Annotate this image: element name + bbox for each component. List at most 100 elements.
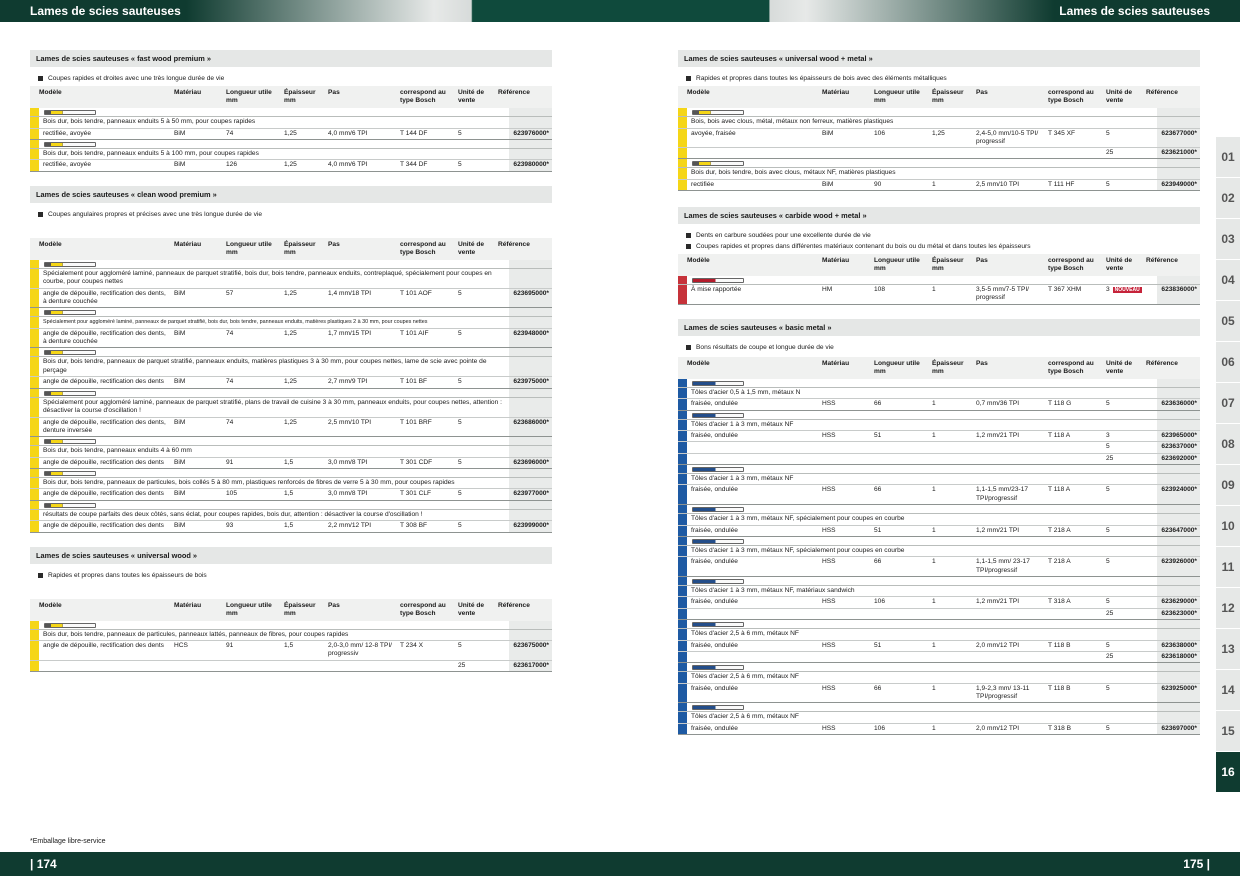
cell-model: angle de dépouille, rectification des de…	[43, 490, 164, 498]
blade-icon	[692, 622, 744, 628]
chapter-tab-12[interactable]: 12	[1216, 588, 1240, 629]
cell-pitch: 1,9-2,3 mm/ 13-11 TPI/progressif	[976, 684, 1030, 700]
cell-model: À mise rapportée	[691, 286, 742, 294]
cell-model	[678, 149, 818, 157]
cell-model: rectifiée	[691, 180, 715, 188]
cell-length	[870, 149, 928, 157]
column-header-material: Matériau	[822, 257, 850, 265]
chapter-tab-14[interactable]: 14	[1216, 670, 1240, 711]
cell-unit: 25	[458, 661, 466, 669]
chapter-tab-02[interactable]: 02	[1216, 178, 1240, 219]
header-left-title: Lames de scies sauteuses	[30, 4, 181, 18]
cell-bosch: T 118 B	[1048, 641, 1071, 649]
cell-bosch: T 118 A	[1048, 432, 1071, 440]
cell-material: BiM	[174, 418, 186, 426]
chapter-tab-15[interactable]: 15	[1216, 711, 1240, 752]
cell-model: angle de dépouille, rectification des de…	[43, 458, 164, 466]
column-header-thick: Épaisseur mm	[932, 359, 964, 375]
chapter-tab-03[interactable]: 03	[1216, 219, 1240, 260]
cell-model: fraisée, ondulée	[691, 724, 738, 732]
chapter-tab-04[interactable]: 04	[1216, 260, 1240, 301]
cell-length: 57	[226, 289, 234, 297]
cell-material: HSS	[822, 684, 836, 692]
cell-unit: 25	[1106, 149, 1114, 157]
bullet-list: Coupes rapides et droites avec une très …	[38, 73, 552, 84]
product-block: Bois dur, bois tendre, panneaux enduits …	[30, 139, 552, 172]
cell-thick	[928, 149, 972, 157]
chapter-tab-08[interactable]: 08	[1216, 424, 1240, 465]
color-stripe	[30, 437, 39, 469]
section: Lames de scies sauteuses « basic metal »…	[678, 318, 1200, 736]
chapter-tab-06[interactable]: 06	[1216, 342, 1240, 383]
blade-icon	[44, 390, 96, 396]
chapter-tab-10[interactable]: 10	[1216, 506, 1240, 547]
column-header-ref: Référence	[1146, 257, 1178, 265]
column-header-thick: Épaisseur mm	[932, 89, 964, 104]
chapter-tab-07[interactable]: 07	[1216, 383, 1240, 424]
cell-pitch: 1,7 mm/15 TPI	[328, 329, 372, 337]
cell-model: fraisée, ondulée	[691, 558, 738, 566]
cell-pitch: 3,0 mm/8 TPI	[328, 458, 368, 466]
blade-image-row	[678, 276, 1200, 286]
chapter-tab-09[interactable]: 09	[1216, 465, 1240, 506]
cell-bosch	[1044, 149, 1102, 157]
cell-material	[818, 610, 870, 618]
blade-icon	[44, 439, 96, 445]
column-header-model: Modèle	[687, 359, 710, 367]
product-description: Spécialement pour aggloméré laminé, pann…	[30, 398, 552, 418]
cell-model	[678, 455, 818, 463]
section: Lames de scies sauteuses « carbide wood …	[678, 207, 1200, 305]
cell-length: 66	[874, 400, 882, 408]
chapter-tab-16[interactable]: 16	[1216, 752, 1240, 793]
column-header-thick: Épaisseur mm	[284, 89, 316, 104]
chapter-tab-05[interactable]: 05	[1216, 301, 1240, 342]
column-header-bosch: correspond au type Bosch	[1048, 257, 1094, 273]
cell-bosch: T 301 CLF	[400, 490, 432, 498]
cell-thick: 1,5	[284, 642, 294, 650]
chapter-tab-01[interactable]: 01	[1216, 137, 1240, 178]
blade-icon	[692, 380, 744, 386]
cell-model	[678, 443, 818, 451]
cell-pitch: 1,1-1,5 mm/23-17 TPI/progressif	[976, 486, 1029, 502]
reference-column-bg	[509, 437, 552, 469]
cell-length	[222, 662, 280, 670]
reference-column-bg	[1157, 505, 1200, 537]
header-left: Lames de scies sauteuses	[0, 0, 620, 22]
cell-ref: 623629000*	[1161, 598, 1197, 606]
column-header-bosch: correspond au type Bosch	[1048, 359, 1094, 375]
chapter-tab-13[interactable]: 13	[1216, 629, 1240, 670]
product-block: Spécialement pour aggloméré laminé, pann…	[30, 259, 552, 309]
color-stripe	[678, 276, 687, 305]
chapter-tab-11[interactable]: 11	[1216, 547, 1240, 588]
cell-unit: 5	[1106, 180, 1110, 188]
color-stripe	[30, 388, 39, 438]
table-row: angle de dépouille, rectification des de…	[30, 377, 552, 389]
cell-material: BiM	[174, 129, 186, 137]
cell-unit: 5	[1106, 684, 1110, 692]
product-block: Tôles d'acier 1 à 3 mm, métaux NF, spéci…	[678, 536, 1200, 577]
cell-material: BiM	[174, 458, 186, 466]
cell-bosch: T 308 BF	[400, 522, 427, 530]
cell-material	[818, 149, 870, 157]
cell-length: 74	[226, 418, 234, 426]
cell-thick: 1,25	[932, 129, 945, 137]
cell-pitch	[972, 610, 1044, 618]
cell-pitch: 2,0 mm/12 TPI	[976, 641, 1020, 649]
bullet-list: Rapides et propres dans toutes les épais…	[38, 570, 552, 581]
blade-icon	[44, 261, 96, 267]
cell-unit: 5	[458, 129, 462, 137]
product-description: Bois dur, bois tendre, bois avec clous, …	[678, 168, 1200, 180]
blade-image-row	[678, 465, 1200, 474]
blade-icon	[692, 161, 744, 167]
cell-thick: 1	[932, 486, 936, 494]
product-description: Bois dur, bois tendre, panneaux de parti…	[30, 630, 552, 642]
cell-ref: 623965000*	[1161, 432, 1197, 440]
